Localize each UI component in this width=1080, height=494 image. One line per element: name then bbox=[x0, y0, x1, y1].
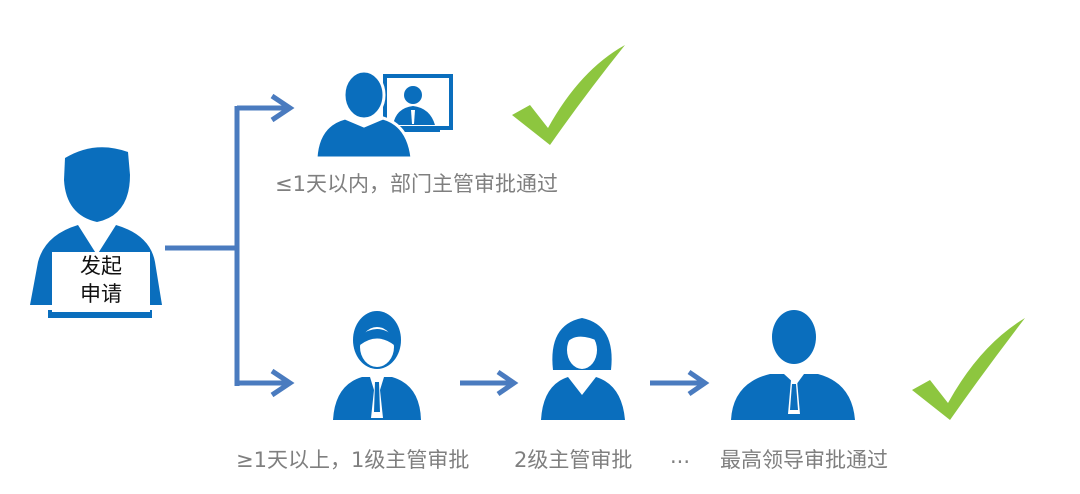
final-approval-label: 最高领导审批通过 bbox=[720, 448, 888, 472]
ellipsis-label: ... bbox=[670, 444, 691, 468]
initiate-request-card: 发起 申请 bbox=[52, 252, 150, 312]
initiate-label-line2: 申请 bbox=[80, 282, 122, 306]
final-approved-check-icon bbox=[912, 318, 1025, 420]
connector-lines bbox=[165, 93, 710, 398]
level2-approval-label: 2级主管审批 bbox=[514, 448, 633, 472]
approved-check-icon bbox=[512, 45, 625, 145]
video-meeting-icon bbox=[314, 69, 453, 160]
level1-approval-label: ≥1天以上，1级主管审批 bbox=[236, 448, 470, 472]
top-leader-icon bbox=[731, 310, 855, 420]
initiate-label-line1: 发起 bbox=[80, 254, 122, 278]
level2-manager-icon bbox=[541, 318, 625, 420]
level1-manager-icon bbox=[333, 311, 421, 420]
short-leave-condition-label: ≤1天以内，部门主管审批通过 bbox=[275, 172, 558, 196]
